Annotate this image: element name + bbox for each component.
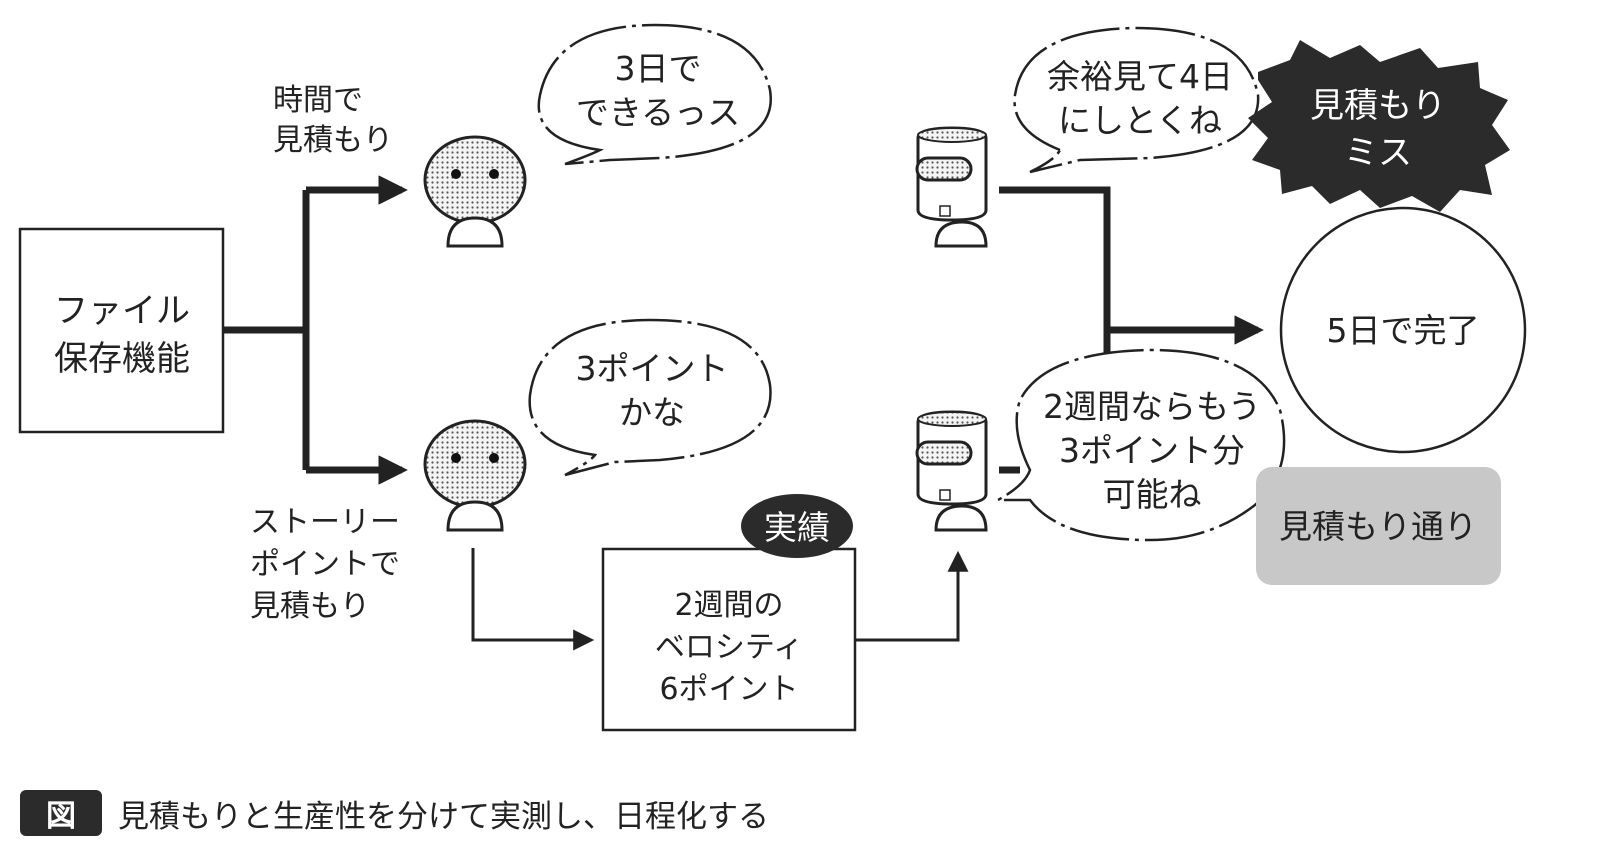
estimation-diagram: ファイル 保存機能 時間で 見積もり ストーリー ポイントで 見積もり 3日で … <box>18 23 1527 732</box>
branch-connectors <box>223 175 408 485</box>
developer-icon-time <box>423 135 527 248</box>
manager-icon-time <box>915 126 988 248</box>
feature-box: ファイル 保存機能 <box>18 227 225 434</box>
line-pm-time-down <box>999 186 1111 355</box>
result-label: 5日で完了 <box>1327 311 1480 350</box>
actuals-badge: 実績 <box>741 494 853 558</box>
speech-bubble-pm-story: 2週間ならもう 3ポイント分 可能ね <box>993 348 1286 542</box>
velocity-box: 2週間の ベロシティ 6ポイント <box>601 547 857 732</box>
figure-caption: 図 見積もりと生産性を分けて実測し、日程化する <box>20 788 769 838</box>
estimation-miss-burst: 見積もり ミス <box>1248 40 1510 212</box>
pm-time-line1: 余裕見て4日 <box>1047 57 1233 96</box>
velocity-line2: ベロシティ <box>655 630 803 665</box>
branch-time-line2: 見積もり <box>273 123 393 158</box>
pm-story-line1: 2週間ならもう <box>1043 387 1261 426</box>
pm-time-line2: にしとくね <box>1058 101 1222 140</box>
velocity-line1: 2週間の <box>674 588 783 623</box>
on-target-box: 見積もり通り <box>1256 467 1501 585</box>
dev-story-line1: 3ポイント <box>576 349 729 388</box>
result-circle: 5日で完了 <box>1279 206 1527 454</box>
feature-label-line1: ファイル <box>54 291 190 331</box>
arrow-to-pm-story <box>855 550 969 642</box>
miss-line1: 見積もり <box>1310 86 1446 126</box>
speech-bubble-dev-story: 3ポイント かな <box>528 318 772 477</box>
pm-story-line3: 可能ね <box>1103 475 1202 514</box>
developer-icon-story <box>423 419 527 532</box>
branch-story-line2: ポイントで <box>250 547 400 582</box>
dev-time-line1: 3日で <box>615 49 702 88</box>
pm-story-line2: 3ポイント分 <box>1059 431 1245 470</box>
dev-time-line2: できるっス <box>576 93 740 132</box>
branch-time-line1: 時間で <box>273 83 363 118</box>
speech-bubble-dev-time: 3日で できるっス <box>537 23 773 166</box>
miss-line2: ミス <box>1344 133 1412 173</box>
branch-story-line3: 見積もり <box>250 589 370 624</box>
caption-text: 見積もりと生産性を分けて実測し、日程化する <box>118 798 769 835</box>
figure-badge: 図 <box>20 790 102 836</box>
result-connectors <box>999 186 1264 474</box>
branch-story-line1: ストーリー <box>250 505 400 540</box>
speech-bubble-pm-time: 余裕見て4日 にしとくね <box>1013 26 1260 174</box>
velocity-line3: 6ポイント <box>659 672 798 707</box>
actuals-badge-label: 実績 <box>764 508 830 547</box>
branch-label-story: ストーリー ポイントで 見積もり <box>250 505 400 624</box>
manager-icon-story <box>915 410 988 532</box>
on-target-label: 見積もり通り <box>1279 507 1477 546</box>
dev-story-line2: かな <box>619 393 685 432</box>
velocity-flow <box>471 548 969 651</box>
branch-label-time: 時間で 見積もり <box>273 83 393 158</box>
feature-label-line2: 保存機能 <box>54 339 190 379</box>
arrow-to-velocity <box>471 548 595 651</box>
